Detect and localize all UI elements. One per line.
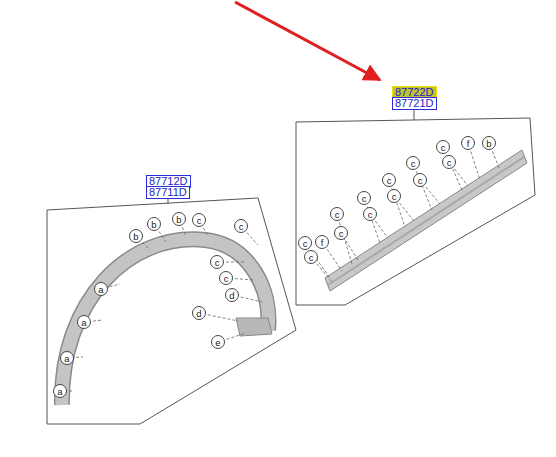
callout-circle: f [315, 235, 329, 249]
leader-line [400, 203, 414, 221]
label-text: c [335, 209, 340, 220]
label-text: c [368, 209, 373, 220]
leader-line [327, 249, 342, 271]
label-text: c [387, 175, 392, 186]
label-text: c [447, 157, 452, 168]
pointer-arrow [235, 2, 380, 80]
leader-line [247, 233, 258, 245]
callout-circle: c [363, 207, 377, 221]
leader-line [203, 228, 208, 236]
label-text: c [392, 191, 397, 202]
label-text: f [321, 237, 324, 248]
callout-circle: a [53, 384, 67, 398]
label-text: c [224, 273, 229, 284]
callout-circle: c [334, 226, 348, 240]
panel-outline [47, 198, 296, 424]
callout-circle: c [210, 255, 224, 269]
panel-outline [296, 118, 535, 305]
leader-line [110, 284, 120, 287]
label-text: a [57, 386, 62, 397]
label-text: b [151, 219, 156, 230]
label-text: c [411, 158, 416, 169]
callout-circle: a [77, 315, 91, 329]
part-number-box: 87711D [146, 186, 190, 199]
leader-line [93, 320, 103, 321]
leader-line [208, 315, 238, 321]
part-number-box: 87721D [392, 97, 437, 110]
label-text: c [239, 221, 244, 232]
callout-circle: c [304, 250, 318, 264]
leader-line [346, 241, 358, 260]
label-text: c [362, 193, 367, 204]
callout-circle: c [192, 213, 206, 227]
label-text: c [339, 228, 344, 239]
label-text: a [64, 353, 69, 364]
callout-circle: c [382, 173, 396, 187]
label-text: 87721D [395, 98, 434, 109]
leader-line [317, 264, 333, 283]
callout-circle: a [60, 351, 74, 365]
trim-bracket [236, 318, 272, 336]
label-text: c [303, 238, 308, 249]
label-text: c [215, 257, 220, 268]
callout-circle: b [147, 217, 161, 231]
label-text: d [229, 290, 234, 301]
leader-line [226, 262, 244, 263]
leader-line [182, 227, 186, 236]
callout-circle: c [387, 189, 401, 203]
callout-circle: d [225, 288, 239, 302]
label-text: c [197, 215, 202, 226]
leader-line [142, 242, 150, 250]
label-text: c [309, 252, 314, 263]
label-text: b [176, 214, 181, 225]
label-text: c [441, 142, 446, 153]
side-moulding [325, 150, 527, 291]
callout-circle: b [172, 212, 186, 226]
label-text: a [98, 284, 103, 295]
label-text: f [467, 138, 470, 149]
callout-circle: c [442, 155, 456, 169]
callout-circle: c [298, 236, 312, 250]
leader-line [426, 187, 440, 204]
leader-line [492, 151, 500, 170]
callout-circle: c [436, 140, 450, 154]
label-text: e [215, 337, 220, 348]
callout-circle: c [413, 173, 427, 187]
leader-line [375, 221, 388, 238]
callout-circle: c [234, 219, 248, 233]
callout-circle: a [94, 282, 108, 296]
leader-line [227, 333, 246, 339]
leader-line [241, 297, 262, 302]
callout-circle: b [482, 136, 496, 150]
label-text: d [196, 308, 201, 319]
callout-circle: c [406, 156, 420, 170]
leader-line [159, 231, 166, 242]
label-text: a [81, 317, 86, 328]
leader-line [235, 279, 254, 280]
label-text: b [486, 138, 491, 149]
label-text: b [133, 231, 138, 242]
label-text: 87711D [149, 187, 187, 198]
leader-line [69, 391, 74, 392]
callout-circle: c [219, 271, 233, 285]
moulding-edge [328, 157, 524, 285]
callout-circle: c [357, 191, 371, 205]
callout-circle: d [192, 306, 206, 320]
callout-circle: f [461, 136, 475, 150]
leader-line [76, 357, 83, 358]
callout-circle: c [330, 207, 344, 221]
callout-circle: e [211, 335, 225, 349]
leader-line [471, 152, 480, 180]
callout-circle: b [129, 229, 143, 243]
label-text: c [418, 175, 423, 186]
leader-line [414, 110, 415, 120]
leader-line [455, 169, 468, 186]
